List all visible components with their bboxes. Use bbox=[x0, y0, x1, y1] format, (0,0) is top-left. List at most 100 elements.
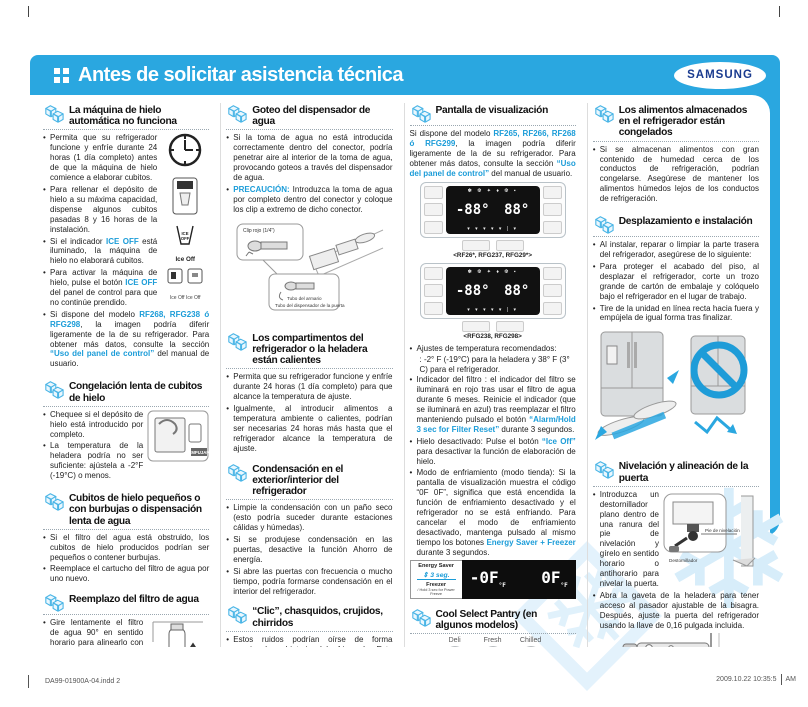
bullet-marker: • bbox=[43, 564, 46, 574]
panel-button bbox=[423, 220, 443, 234]
body-text: Modo de enfriamiento (modo tienda): Si l… bbox=[416, 468, 576, 547]
section-body: •Limpie la condensación con un paño seco… bbox=[226, 503, 392, 596]
panel-button bbox=[461, 239, 490, 251]
body-text: Para proteger el acabado del piso, al de… bbox=[599, 261, 759, 301]
body-text: Si el indicador bbox=[50, 236, 106, 246]
section-title: Pantalla de visualización bbox=[435, 105, 549, 116]
panel-bottom-buttons bbox=[410, 320, 576, 332]
section-body: EMPUJAR•Gire lentamente el filtro de agu… bbox=[43, 618, 209, 647]
bullet-item: •Introduzca un destornillador plano dent… bbox=[593, 490, 759, 589]
body-text: Introduzca la toma de agua por completo … bbox=[233, 184, 393, 214]
highlighted-text: RF265, RF266, RF268 ó RFG299 bbox=[409, 129, 576, 148]
moving-fridges-figure bbox=[593, 326, 759, 447]
bullet-item: •Al instalar, reparar o limpiar la parte… bbox=[593, 240, 759, 260]
hold-3-sec-label: ⇕ 3 seg. bbox=[416, 571, 456, 580]
panel-right-buttons bbox=[542, 266, 562, 315]
bullet-item: •Ajustes de temperatura recomendados: bbox=[410, 344, 576, 354]
bullet-marker: • bbox=[592, 590, 596, 600]
freezer-temp-digits: -88° bbox=[455, 201, 490, 218]
panel-button bbox=[542, 301, 562, 315]
bullet-item: •Gire lentamente el filtro de agua 90° e… bbox=[43, 618, 209, 647]
freezer-label: Freezer bbox=[426, 581, 447, 588]
footer-timestamp: 2009.10.22 10:35:5 AM bbox=[716, 674, 796, 685]
column-1: La máquina de hielo automática no funcio… bbox=[38, 103, 214, 647]
body-text: La temperatura de la heladera podría no … bbox=[50, 441, 144, 481]
bullet-item: •Si abre las puertas con frecuencia o mu… bbox=[226, 567, 392, 597]
bullet-item: •Si se produjese condensación en las pue… bbox=[226, 535, 392, 565]
section-title: La máquina de hielo automática no funcio… bbox=[69, 105, 177, 128]
pantry-deli-icon bbox=[443, 646, 466, 647]
body-text: Hielo desactivado: Pulse el botón bbox=[416, 436, 542, 446]
pantry-mode-deli: Deli bbox=[443, 637, 466, 647]
off-code-right: 0F°F bbox=[541, 568, 568, 590]
display-panel: ✽ ❆ ✦ ♦ ❆ ▪-88°88°▾ ▾ ▾ ▾ ▾ | ▾ bbox=[419, 262, 566, 319]
body-text: Permita que su refrigerador funcione y e… bbox=[50, 133, 158, 183]
panel-button bbox=[423, 266, 443, 280]
footer-left-tick bbox=[28, 675, 29, 688]
section-body: •Permita que su refrigerador funcione y … bbox=[226, 372, 392, 453]
svg-text:Clip rojo (1/4”): Clip rojo (1/4”) bbox=[243, 228, 275, 234]
section: Los alimentos almacenados en el refriger… bbox=[592, 103, 759, 206]
section-title: Desplazamiento e instalación bbox=[618, 216, 753, 228]
footer-right-tick bbox=[780, 674, 782, 685]
section-header: Nivelación y alineación de la puerta bbox=[592, 459, 759, 487]
highlighted-text: “Ice Off” bbox=[541, 436, 576, 446]
bullet-marker: • bbox=[43, 409, 46, 419]
bullet-item: •Si se almacenan alimentos con gran cont… bbox=[593, 145, 759, 204]
svg-text:Destornillador: Destornillador bbox=[669, 558, 698, 563]
ice-cubes-icon bbox=[410, 607, 432, 627]
ice-off-buttons-caption: Ice Off Ice Off bbox=[169, 295, 201, 302]
panel-button bbox=[423, 185, 443, 199]
body-text: del manual de usuario. bbox=[50, 349, 210, 369]
pantry-mode-label: Deli bbox=[448, 637, 461, 644]
column-4: Los alimentos almacenados en el refriger… bbox=[586, 103, 764, 647]
bullet-marker: • bbox=[409, 468, 413, 478]
bullet-item: •Abra la gaveta de la heladera para tene… bbox=[593, 591, 759, 631]
body-text: Si el filtro del agua está obstruido, lo… bbox=[50, 532, 210, 562]
panel-right-buttons bbox=[542, 185, 562, 234]
panel-button bbox=[423, 284, 443, 298]
bullet-marker: • bbox=[592, 144, 596, 154]
highlighted-text: “Uso del panel de control” bbox=[409, 158, 576, 178]
bullet-marker: • bbox=[226, 184, 230, 194]
footer-date: 2009.10.22 10:35:5 bbox=[716, 676, 777, 683]
body-text: Al instalar, reparar o limpiar la parte … bbox=[599, 240, 759, 259]
section-header: Reemplazo del filtro de agua bbox=[43, 592, 210, 616]
body-text: , la imagen podría diferir ligeramente d… bbox=[50, 319, 210, 349]
section: Condensación en el exterior/interior del… bbox=[226, 462, 393, 597]
bullet-item: •Hielo desactivado: Pulse el botón “Ice … bbox=[410, 437, 576, 467]
bullet-item: •Si la toma de agua no está introducida … bbox=[226, 133, 392, 183]
ice-cubes-icon bbox=[410, 103, 432, 123]
body-text: Estos ruidos podrían oírse de forma ocas… bbox=[233, 634, 393, 647]
highlighted-text: Energy Saver + Freezer bbox=[486, 537, 576, 547]
bullet-item: •Para proteger el acabado del piso, al d… bbox=[593, 262, 759, 302]
panel-model-caption: <RF26*, RFG237, RFG29*> bbox=[453, 251, 532, 259]
clock-icon bbox=[168, 133, 202, 172]
section: Cubitos de hielo pequeños o con burbujas… bbox=[43, 491, 210, 584]
body-text: Tire de la unidad en línea recta hacia f… bbox=[599, 303, 759, 323]
section-title: Los compartimentos del refrigerador o la… bbox=[252, 332, 368, 367]
svg-text:OFF: OFF bbox=[181, 236, 190, 241]
bullet-marker: • bbox=[592, 261, 596, 271]
ice-off-caption: Ice Off bbox=[175, 256, 196, 264]
bullet-item: •Igualmente, al introducir alimentos a t… bbox=[226, 404, 392, 454]
bullet-item: •Si el filtro del agua está obstruido, l… bbox=[43, 533, 209, 563]
section-body: •Al instalar, reparar o limpiar la parte… bbox=[593, 240, 759, 447]
section: “Clic”, chasquidos, crujidos, chirridos•… bbox=[226, 604, 393, 647]
off-mode-display-figure: Energy Saver⇕ 3 seg.Freezer/ Hold 3 sec … bbox=[409, 559, 576, 599]
highlighted-text: RF268, RFG238 ó RFG298 bbox=[50, 309, 210, 329]
body-text: del panel de control para que no continú… bbox=[50, 288, 158, 307]
page-title: Antes de solicitar asistencia técnica bbox=[78, 63, 404, 86]
body-text: Si se produjese condensación en las puer… bbox=[233, 534, 393, 564]
body-text: durante 3 segundos. bbox=[499, 424, 575, 434]
body-text: Igualmente, al introducir alimentos a te… bbox=[233, 404, 393, 453]
bullet-marker: • bbox=[43, 309, 46, 319]
fridge-temp-digits: 88° bbox=[504, 201, 530, 218]
pantry-chilled-icon bbox=[519, 646, 542, 647]
hinge-adjust-figure: ELEVAR bbox=[593, 633, 759, 647]
